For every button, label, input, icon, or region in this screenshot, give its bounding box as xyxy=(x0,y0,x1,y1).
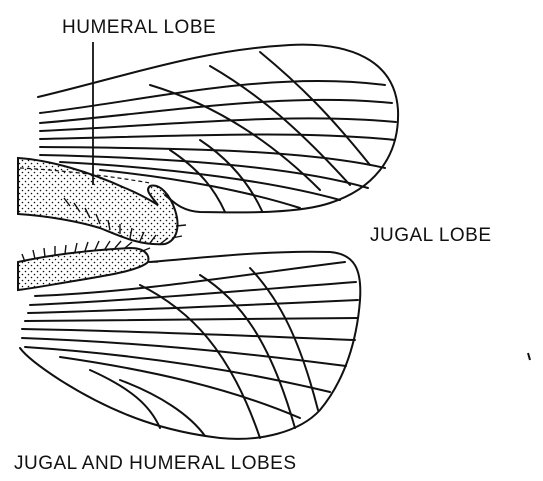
stray-mark xyxy=(528,353,530,360)
humeral-lobe-label: HUMERAL LOBE xyxy=(62,18,216,37)
jugal-lobe-label: JUGAL LOBE xyxy=(370,226,492,245)
jugal-lobe-shape xyxy=(18,241,158,290)
figure-caption: JUGAL AND HUMERAL LOBES xyxy=(14,454,297,473)
